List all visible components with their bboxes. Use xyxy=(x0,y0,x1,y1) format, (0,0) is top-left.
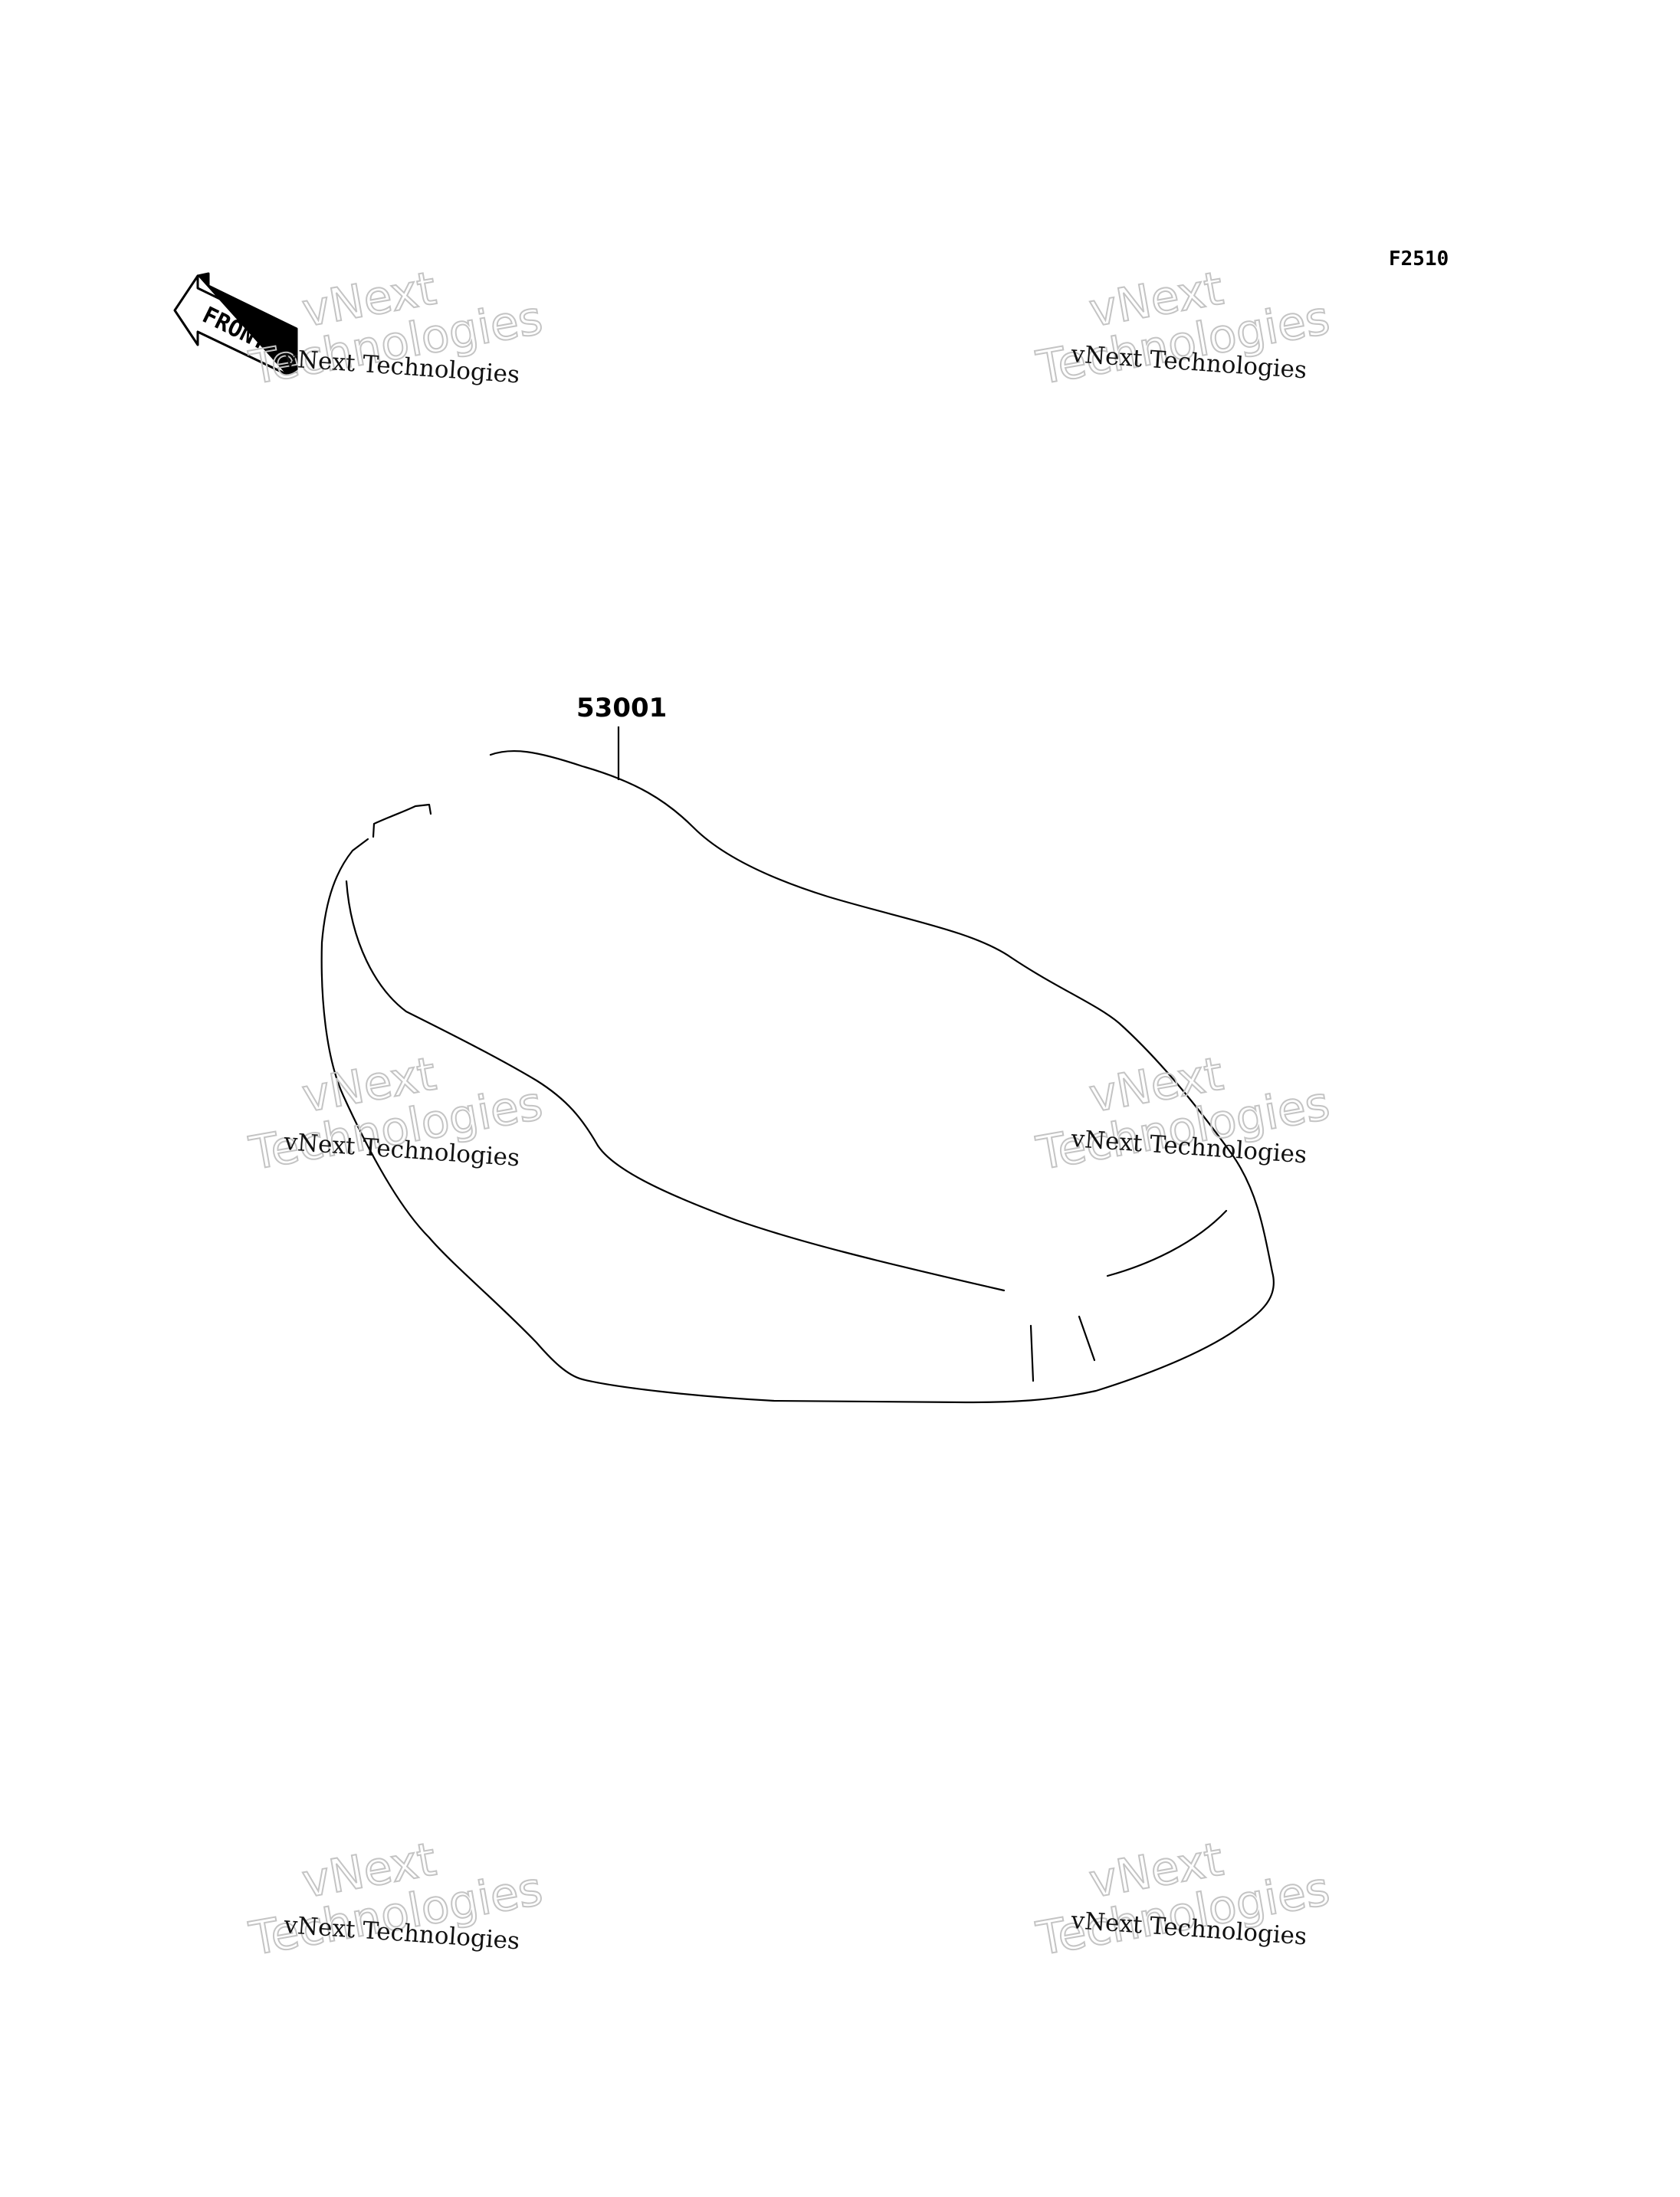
watermark-grid: vNext Technologies vNext Technologies vN… xyxy=(244,261,1334,1968)
seat-right-seam xyxy=(1106,1209,1228,1277)
seat-drawing xyxy=(320,749,1275,1404)
seat-rear-tab xyxy=(372,803,432,838)
seat-pleat-line-1 xyxy=(1029,1324,1035,1382)
seat-inner-seam xyxy=(596,1144,1006,1292)
part-number-53001: 53001 xyxy=(576,693,667,723)
seat-outline xyxy=(320,749,1275,1404)
seat-pleat-line-2 xyxy=(1078,1315,1096,1362)
seat-left-inner-edge xyxy=(345,880,599,1147)
diagram-code: F2510 xyxy=(1389,248,1449,271)
